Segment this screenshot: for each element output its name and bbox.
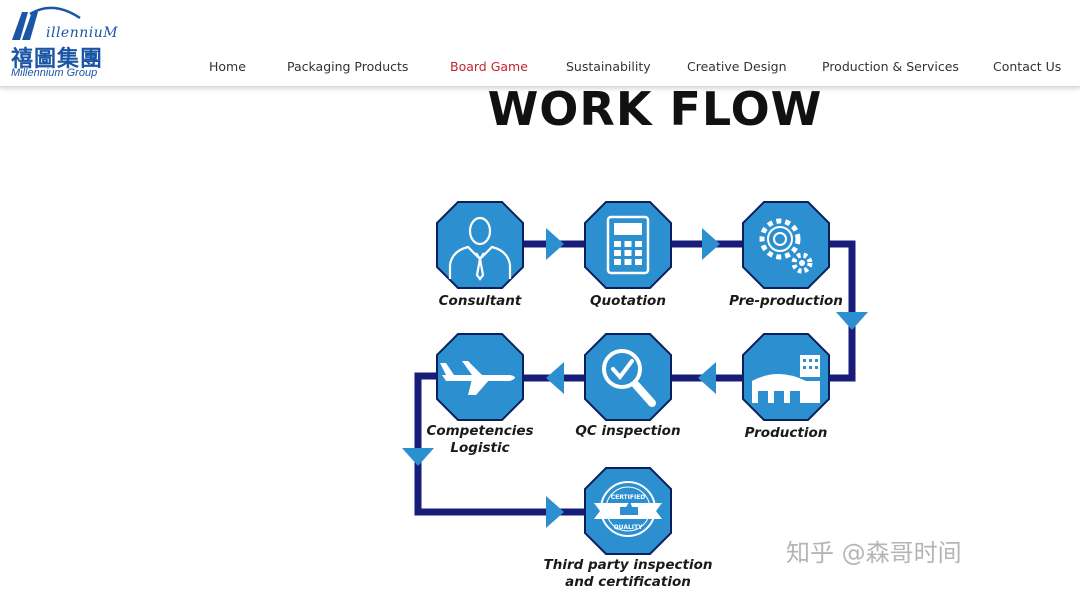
arrow-down-2 — [402, 448, 434, 466]
main-nav: Home Packaging Products Board Game Susta… — [0, 59, 1080, 75]
step-label-quotation: Quotation — [590, 293, 666, 309]
watermark-text: 知乎 @森哥时间 — [786, 539, 962, 567]
nav-item-sustainability[interactable]: Sustainability — [566, 59, 651, 74]
millennium-logo-mark-icon — [12, 6, 81, 40]
nav-item-production-services[interactable]: Production & Services — [822, 59, 959, 74]
step-label-third-party-inspection: Third party inspection and certification — [543, 557, 713, 590]
nav-item-board-game[interactable]: Board Game — [450, 59, 528, 74]
step-label-competencies-logistic: Competencies Logistic — [426, 423, 534, 456]
factory-icon — [752, 355, 820, 403]
node-production — [742, 333, 830, 421]
arrow-left-1 — [698, 362, 716, 394]
svg-text:CERTIFIED: CERTIFIED — [611, 494, 646, 501]
nav-item-packaging-products[interactable]: Packaging Products — [287, 59, 409, 74]
connector-preproduction-production — [828, 240, 856, 382]
arrow-left-2 — [546, 362, 564, 394]
arrow-right-3 — [546, 496, 564, 528]
step-label-pre-production: Pre-production — [729, 293, 843, 309]
logo-chinese-text: 禧圖集團 — [11, 47, 104, 72]
consultant-icon — [448, 216, 512, 281]
node-third-party-inspection: CERTIFIED QUALITY — [584, 467, 672, 555]
node-qc-inspection — [584, 333, 672, 421]
connector-logistic-certification — [414, 372, 586, 516]
arrow-right-1 — [546, 228, 564, 260]
nav-item-creative-design[interactable]: Creative Design — [687, 59, 787, 74]
svg-text:QUALITY: QUALITY — [614, 524, 644, 531]
gears-icon — [759, 218, 813, 274]
step-label-consultant: Consultant — [438, 293, 522, 309]
logo-english-text: illenniuM — [46, 25, 119, 41]
node-consultant — [436, 201, 524, 289]
workflow-nodes: CERTIFIED QUALITY — [436, 201, 830, 555]
node-pre-production — [742, 201, 830, 289]
arrow-right-2 — [702, 228, 720, 260]
nav-item-contact-us[interactable]: Contact Us — [993, 59, 1062, 74]
nav-item-home[interactable]: Home — [209, 59, 246, 74]
magnifier-check-icon — [602, 349, 656, 407]
step-label-production: Production — [744, 425, 828, 441]
node-competencies-logistic — [436, 333, 524, 421]
step-label-qc-inspection: QC inspection — [575, 423, 681, 439]
brand-logo[interactable]: illenniuM 禧圖集團 Millennium Group — [8, 4, 128, 82]
certified-quality-icon: CERTIFIED QUALITY — [594, 481, 662, 537]
workflow-arrows — [402, 228, 868, 528]
airplane-icon — [440, 361, 515, 395]
site-header: illenniuM 禧圖集團 Millennium Group Home Pac… — [0, 0, 1080, 87]
logo-group-text: Millennium Group — [11, 67, 98, 79]
arrow-down-1 — [836, 312, 868, 330]
node-quotation — [584, 201, 672, 289]
calculator-icon — [606, 215, 650, 275]
page-title: WORK FLOW — [487, 82, 823, 136]
